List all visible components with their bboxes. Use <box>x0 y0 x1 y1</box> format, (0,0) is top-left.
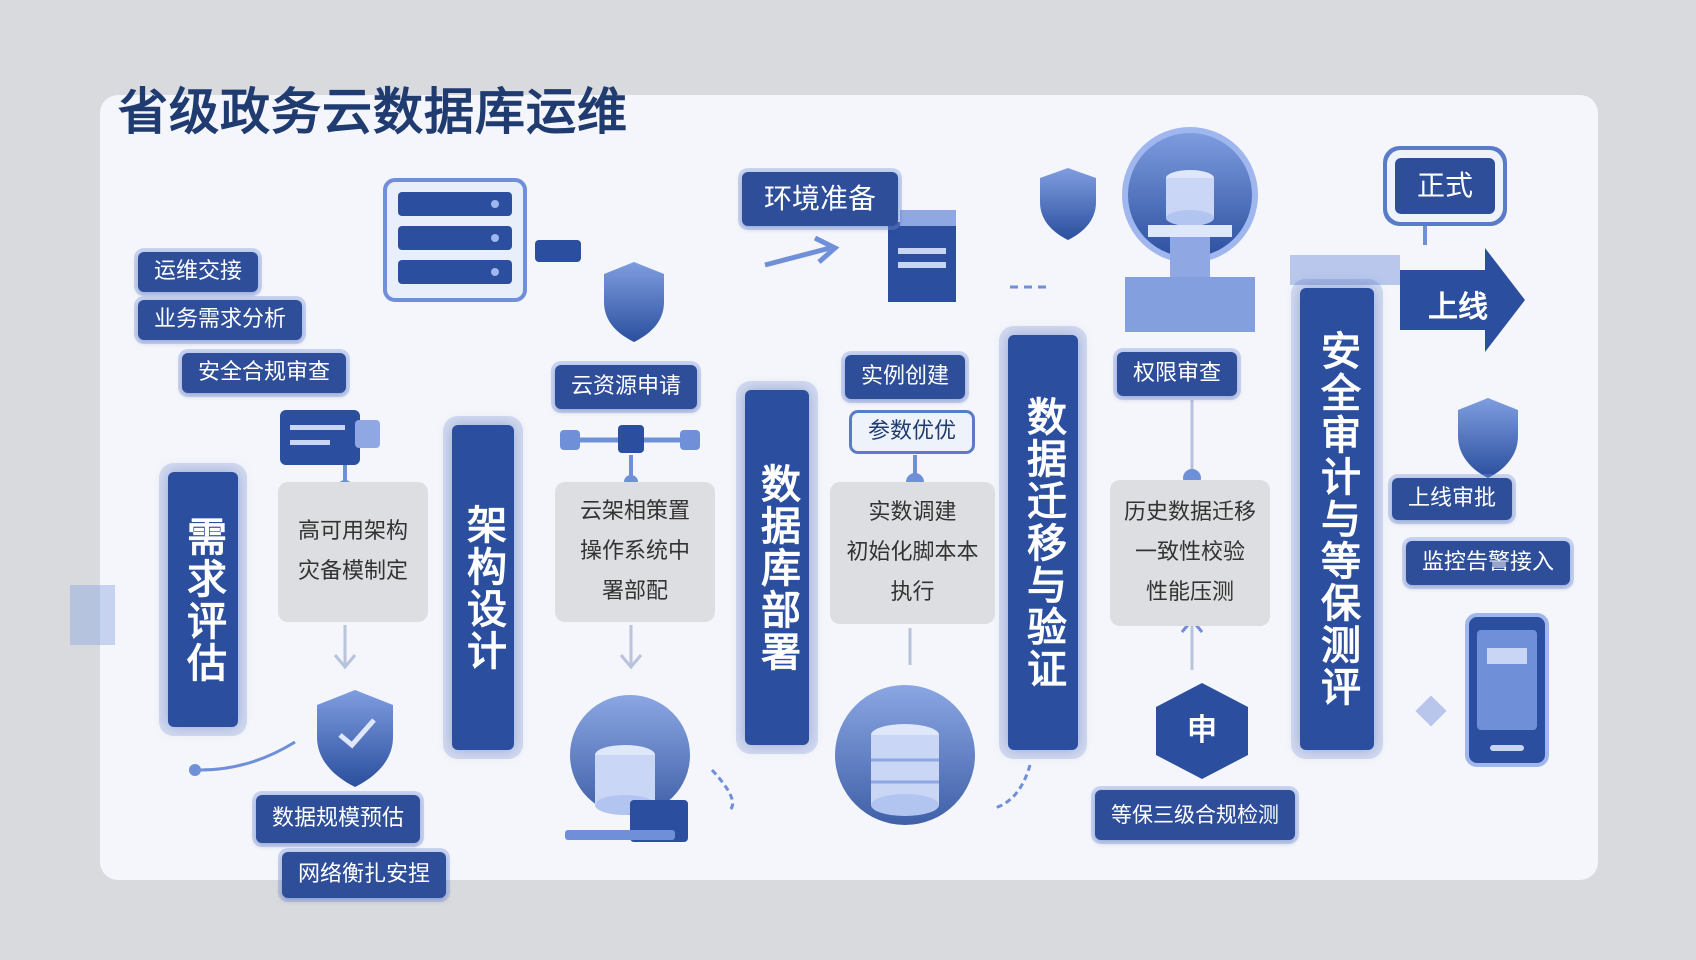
stage-migration: 数据迁移与验证 <box>1008 335 1078 750</box>
pill-env-prep: 环境准备 <box>742 172 899 226</box>
shield-icon-4 <box>1458 398 1518 478</box>
pill-compliance-check: 等保三级合规检测 <box>1095 790 1295 840</box>
stage-architecture: 架构设计 <box>452 425 514 750</box>
architecture-detail-1: 高可用架构 <box>297 519 408 544</box>
pill-param-tune: 参数优优 <box>852 413 973 451</box>
hexagon-label: 申 <box>1187 713 1217 748</box>
cloud-details: 云架相策置 操作系统中 署部配 <box>555 482 715 622</box>
stage-deployment: 数据库部署 <box>745 390 809 745</box>
cloud-detail-1: 云架相策置 <box>579 499 690 524</box>
migration-detail-3: 性能压测 <box>1145 580 1234 605</box>
deploy-detail-1: 实数调建 <box>868 500 957 525</box>
pill-monitoring: 监控告警接入 <box>1406 541 1571 585</box>
hexagon-badge <box>1156 683 1248 779</box>
pill-cloud-apply: 云资源申请 <box>555 365 698 409</box>
phone-icon <box>1465 613 1549 767</box>
migration-details: 历史数据迁移 一致性校验 性能压测 <box>1110 480 1270 626</box>
pill-instance-create: 实例创建 <box>845 355 966 399</box>
pill-formal: 正式 <box>1395 158 1496 214</box>
migration-detail-1: 历史数据迁移 <box>1123 500 1256 525</box>
shield-icon-3 <box>1040 168 1096 240</box>
page-title: 省级政务云数据库运维 <box>118 83 628 141</box>
launch-label: 上线 <box>1428 290 1488 325</box>
server-rack-icon <box>383 178 581 302</box>
pill-permission-review: 权限审查 <box>1117 352 1238 396</box>
cloud-detail-3: 署部配 <box>601 579 668 604</box>
shield-icon-1 <box>604 262 664 342</box>
architecture-detail-2: 灾备模制定 <box>297 559 408 584</box>
pill-launch-approval: 上线审批 <box>1392 478 1513 520</box>
cloud-detail-2: 操作系统中 <box>579 539 690 564</box>
database-tower-icon <box>1122 127 1258 332</box>
pill-compliance-review: 安全合规审查 <box>182 353 347 393</box>
stage-security-audit: 安全审计与等保测评 <box>1300 288 1374 750</box>
database-globe-icon-2 <box>835 685 975 825</box>
deploy-detail-3: 执行 <box>890 580 935 605</box>
architecture-details: 高可用架构 灾备模制定 <box>278 482 428 622</box>
migration-detail-2: 一致性校验 <box>1134 540 1245 565</box>
pill-network-plan: 网络衡扎安捏 <box>282 852 447 898</box>
database-globe-icon-1 <box>565 695 690 842</box>
pill-ops-handover: 运维交接 <box>138 252 259 292</box>
deploy-details: 实数调建 初始化脚本本 执行 <box>830 482 995 624</box>
network-node-icon <box>560 425 700 489</box>
launch-arrow-icon <box>1290 248 1525 352</box>
server-box-icon <box>888 210 956 302</box>
pill-data-scale: 数据规模预估 <box>256 795 421 843</box>
deploy-detail-2: 初始化脚本本 <box>846 540 979 565</box>
pill-business-analysis: 业务需求分析 <box>138 300 303 340</box>
stage-requirements: 需求评估 <box>168 472 238 727</box>
shield-icon-2 <box>317 690 393 787</box>
